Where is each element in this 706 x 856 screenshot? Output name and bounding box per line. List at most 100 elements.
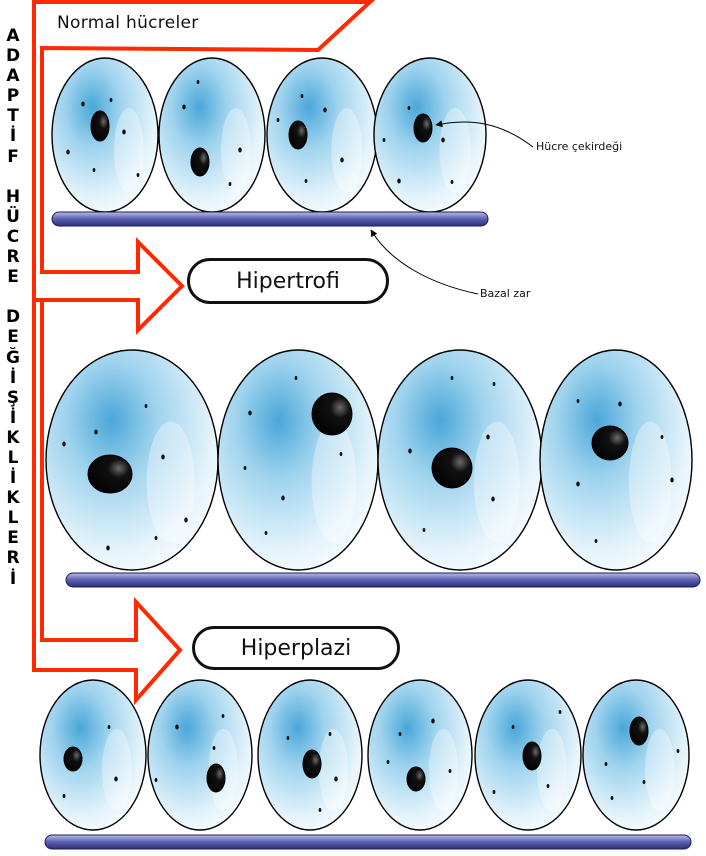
nucleus [206, 763, 226, 793]
organelle-dot [492, 790, 496, 794]
organelle-dot [339, 452, 343, 456]
organelle-dot [610, 796, 614, 800]
side-label-letter: D [5, 46, 21, 67]
side-label-letter: İ [9, 367, 17, 388]
hypertrophy-label: Hipertrofi [187, 258, 389, 304]
side-label-letter: E [7, 528, 19, 549]
organelle-dot [340, 157, 344, 163]
organelle-dot [161, 454, 165, 460]
organelle-dot [154, 536, 158, 540]
basal-membrane-annotation: Bazal zar [480, 287, 531, 300]
nucleus-pointer-arrow [435, 120, 534, 148]
organelle-dot [334, 776, 338, 782]
organelle-dot [62, 441, 66, 447]
side-label-letter: R [6, 548, 20, 569]
cell-body [39, 679, 147, 831]
organelle-dot [576, 481, 580, 487]
nucleus [311, 392, 353, 436]
cell-highlight [146, 421, 195, 543]
side-label-letter: A [6, 26, 20, 46]
organelle-dot [221, 714, 225, 718]
organelle-dot [248, 410, 252, 416]
arrow-to-hypertrophy [32, 0, 376, 335]
side-label-letter: İ [9, 568, 17, 589]
side-label-letter: İ [9, 407, 17, 428]
organelle-dot [511, 725, 515, 729]
side-label-letter: L [7, 447, 19, 468]
organelle-dot [594, 539, 598, 543]
cell-body [582, 679, 690, 831]
cell-highlight [439, 108, 471, 193]
cell-highlight [318, 728, 348, 812]
cell-highlight [473, 421, 520, 543]
organelle-dot [604, 762, 608, 766]
organelle-dot [114, 776, 118, 782]
side-label-letter: Ş [6, 387, 20, 408]
organelle-dot [642, 780, 646, 784]
organelle-dot [294, 376, 298, 380]
organelle-dot [558, 710, 562, 714]
cell [45, 349, 219, 571]
organelle-dot [136, 173, 140, 177]
organelle-dot [276, 118, 280, 122]
nucleus [63, 746, 83, 772]
organelle-dot [66, 149, 70, 155]
organelle-dot [546, 784, 550, 788]
organelle-dot [154, 778, 158, 782]
side-label-letter: L [7, 508, 19, 529]
cell-highlight [331, 108, 363, 193]
organelle-dot [212, 746, 216, 750]
organelle-dot [92, 168, 96, 172]
organelle-dot [431, 718, 435, 724]
cell-highlight [537, 728, 567, 812]
cell-body [539, 349, 693, 571]
cell-body [147, 679, 253, 831]
organelle-dot [676, 749, 680, 753]
organelle-dot [304, 179, 308, 183]
side-label-letter: H [5, 186, 21, 207]
cell [39, 679, 147, 831]
basal-membrane [44, 834, 692, 850]
organelle-dot [228, 182, 232, 186]
organelle-dot [422, 528, 426, 532]
cell-highlight [428, 728, 458, 812]
hypertrophy-cells-row [45, 349, 701, 588]
side-label-letter: K [6, 427, 20, 448]
organelle-dot [62, 794, 66, 798]
cell [582, 679, 690, 831]
organelle-dot [175, 724, 179, 730]
side-label-letter: P [6, 86, 20, 107]
organelle-dot [238, 147, 242, 153]
organelle-dot [386, 760, 390, 764]
basal-membrane [65, 572, 701, 588]
organelle-dot [450, 180, 454, 184]
nucleus [406, 766, 426, 792]
nucleus-annotation: Hücre çekirdeği [536, 140, 623, 153]
organelle-dot [107, 725, 111, 729]
organelle-dot [243, 466, 247, 470]
cell-highlight [628, 421, 672, 543]
organelle-dot [398, 732, 402, 736]
side-label-letter: Ü [6, 206, 20, 227]
nucleus [591, 425, 629, 461]
arrow-to-hyperplasia [32, 300, 183, 706]
nucleus [413, 113, 433, 143]
cell [217, 349, 379, 571]
cell-highlight [102, 728, 132, 812]
organelle-dot [182, 104, 186, 110]
cell [158, 57, 266, 213]
organelle-dot [670, 477, 674, 483]
organelle-dot [323, 107, 327, 113]
nucleus [288, 120, 308, 150]
cell [266, 57, 378, 213]
normal-cells-label: Normal hücreler [57, 13, 199, 33]
side-label-letter: E [7, 327, 19, 348]
organelle-dot [106, 545, 110, 551]
organelle-dot [450, 376, 454, 380]
nucleus [90, 110, 110, 142]
cell-highlight [311, 421, 357, 543]
organelle-dot [491, 496, 495, 502]
side-label-letter: T [7, 106, 19, 127]
organelle-dot [300, 94, 304, 98]
